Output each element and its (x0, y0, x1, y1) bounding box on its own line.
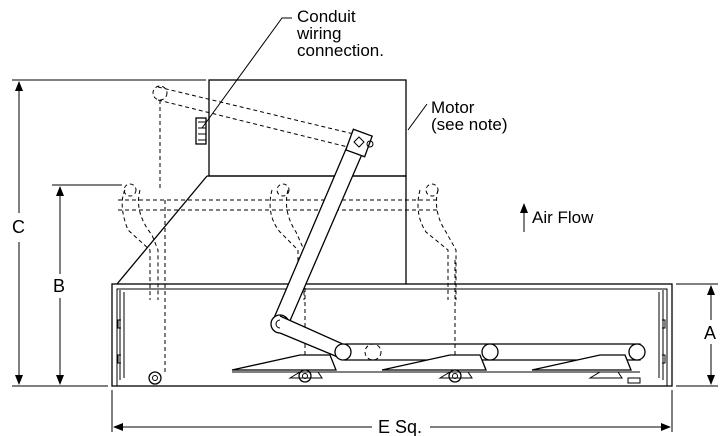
motor-label-1: Motor (431, 98, 475, 117)
conduit-label-2: wiring (296, 24, 341, 43)
dimension-e-label: E Sq. (378, 417, 422, 436)
conduit-label-3: connection. (297, 41, 384, 60)
closed-blades (148, 354, 640, 385)
damper-frame (111, 283, 673, 387)
air-flow-label: Air Flow (532, 208, 594, 227)
dimension-a-label: A (704, 323, 716, 343)
dimension-b (52, 184, 122, 385)
linkage-arm (270, 128, 646, 361)
dimension-e (111, 390, 673, 432)
motor-label-2: (see note) (431, 115, 508, 134)
open-blade-outline (118, 85, 457, 375)
motor-housing (116, 79, 407, 285)
conduit-label-1: Conduit (297, 7, 356, 26)
conduit-leader (201, 17, 292, 129)
dimension-a (676, 283, 718, 387)
dimension-c-label: C (12, 217, 25, 237)
dimension-b-label: B (53, 276, 65, 296)
dimension-c (12, 79, 206, 387)
motor-leader (407, 103, 428, 131)
conduit-connector (195, 117, 207, 145)
